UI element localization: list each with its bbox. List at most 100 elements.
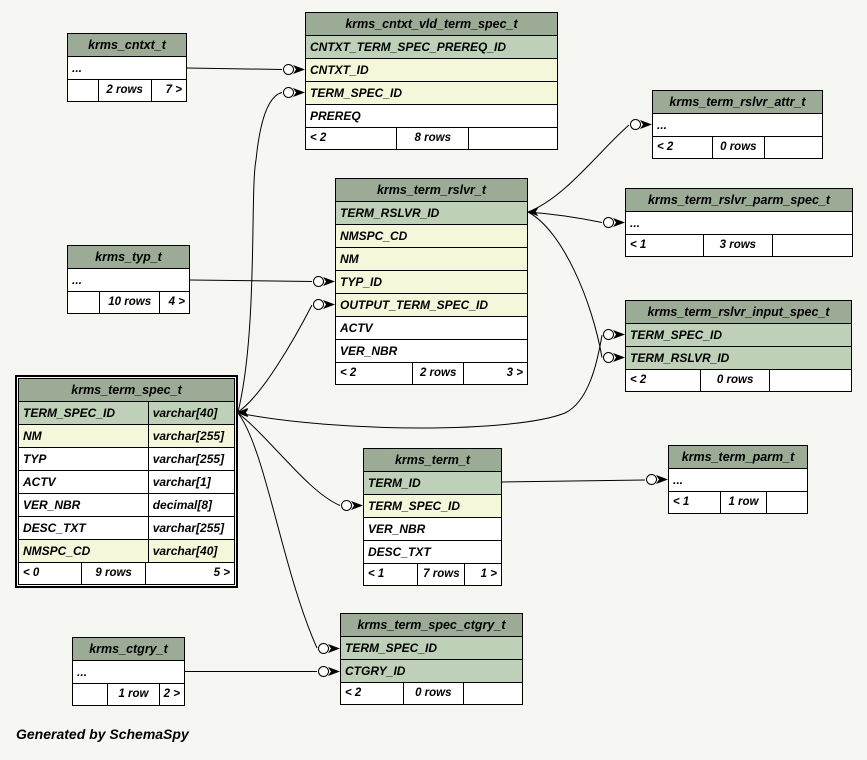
table-name[interactable]: krms_cntxt_vld_term_spec_t	[306, 13, 557, 35]
column-name: TERM_RSLVR_ID	[340, 206, 440, 220]
column-row-indexed: NMSPC_CD	[336, 224, 527, 247]
fk-arrowhead-icon	[328, 667, 340, 676]
row-count: 3 rows	[702, 235, 773, 256]
column-row-plain: ...	[653, 113, 822, 136]
column-name: NMSPC_CD	[23, 544, 91, 558]
table-name[interactable]: krms_term_spec_ctgry_t	[341, 614, 522, 636]
column-name: TERM_SPEC_ID	[345, 641, 438, 655]
table-name[interactable]: krms_term_parm_t	[669, 446, 807, 468]
column-row-indexed: CNTXT_ID	[306, 58, 557, 81]
column-name: NM	[23, 429, 42, 443]
fk-arrowhead-icon	[613, 330, 625, 339]
column-name: ...	[77, 665, 88, 679]
fk-out-count: 7 >	[165, 84, 182, 96]
row-count: 1 row	[720, 492, 767, 513]
fk-in-count: < 1	[673, 496, 690, 508]
column-name: ...	[72, 61, 83, 75]
column-name: CNTXT_ID	[310, 63, 369, 77]
column-row-plain: ACTV varchar[1]	[19, 470, 234, 493]
fk-arrowhead-icon	[293, 65, 305, 74]
zero-or-more-circle	[283, 87, 294, 98]
table-name[interactable]: krms_term_rslvr_input_spec_t	[626, 301, 851, 323]
fk-arrowhead-icon	[323, 277, 335, 286]
column-row-pk: TERM_SPEC_ID	[341, 636, 522, 659]
column-name: ...	[673, 473, 684, 487]
column-type: varchar[255]	[147, 517, 234, 539]
table-stats: < 1 1 row	[669, 491, 807, 513]
column-row-plain: ...	[626, 211, 852, 234]
table-name[interactable]: krms_term_spec_t	[19, 379, 234, 401]
relationship-krms_term_spec_t-to-krms_term_spec_ctgry_t	[237, 409, 340, 654]
fk-out-count: 2 >	[163, 688, 180, 700]
column-name: CNTXT_TERM_SPEC_PREREQ_ID	[310, 40, 507, 54]
table-krms_term_parm_t: krms_term_parm_t... < 1 1 row	[668, 445, 808, 514]
table-name[interactable]: krms_ctgry_t	[73, 638, 184, 660]
relationship-krms_term_t-to-krms_term_parm_t	[501, 474, 668, 485]
table-name[interactable]: krms_term_rslvr_parm_spec_t	[626, 189, 852, 211]
column-row-plain: DESC_TXT	[364, 540, 501, 563]
column-type: decimal[8]	[147, 494, 234, 516]
column-type: varchar[1]	[147, 471, 234, 493]
table-name[interactable]: krms_term_t	[364, 449, 501, 471]
column-name: ACTV	[23, 475, 56, 489]
zero-or-more-circle	[318, 643, 329, 654]
fk-out-count	[469, 128, 557, 149]
column-row-plain: VER_NBR	[336, 339, 527, 362]
column-row-plain: VER_NBR	[364, 517, 501, 540]
column-row-plain: ...	[68, 56, 186, 79]
fk-arrowhead-icon	[613, 218, 625, 227]
column-name: NM	[340, 252, 359, 266]
column-name: TERM_SPEC_ID	[630, 328, 723, 342]
fk-out-count	[464, 683, 522, 704]
relationship-krms_typ_t-to-krms_term_rslvr_t	[189, 276, 335, 287]
column-type: varchar[40]	[147, 540, 234, 562]
column-row-plain: PREREQ	[306, 104, 557, 127]
table-name[interactable]: krms_term_rslvr_attr_t	[653, 91, 822, 113]
fk-arrowhead-icon	[351, 501, 363, 510]
column-name: TERM_SPEC_ID	[23, 406, 116, 420]
column-row-indexed: OUTPUT_TERM_SPEC_ID	[336, 293, 527, 316]
column-name: TERM_RSLVR_ID	[630, 351, 730, 365]
row-count: 8 rows	[396, 128, 470, 149]
column-name: OUTPUT_TERM_SPEC_ID	[340, 298, 489, 312]
column-name: ...	[72, 273, 83, 287]
table-name[interactable]: krms_cntxt_t	[68, 34, 186, 56]
zero-or-more-circle	[283, 64, 294, 75]
column-row-pk: TERM_ID	[364, 471, 501, 494]
column-row-plain: ...	[669, 468, 807, 491]
fk-arrowhead-icon	[323, 300, 335, 309]
column-row-pk: TERM_RSLVR_ID	[336, 201, 527, 224]
table-name[interactable]: krms_typ_t	[68, 246, 189, 268]
column-row-pk: CTGRY_ID	[341, 659, 522, 682]
table-name[interactable]: krms_term_rslvr_t	[336, 179, 527, 201]
column-row-indexed: TYP_ID	[336, 270, 527, 293]
zero-or-more-circle	[313, 276, 324, 287]
column-name: TERM_SPEC_ID	[310, 86, 403, 100]
fk-arrowhead-icon	[328, 644, 340, 653]
fk-in-count: < 1	[368, 568, 385, 580]
row-count: 9 rows	[81, 563, 146, 584]
fk-out-count	[767, 492, 807, 513]
row-count: 0 rows	[402, 683, 465, 704]
column-row-pk: TERM_SPEC_ID	[626, 323, 851, 346]
zero-or-more-circle	[603, 352, 614, 363]
parent-arrowhead-icon	[528, 208, 538, 216]
row-count: 1 row	[107, 684, 160, 705]
column-name: TYP_ID	[340, 275, 383, 289]
zero-or-more-circle	[313, 299, 324, 310]
